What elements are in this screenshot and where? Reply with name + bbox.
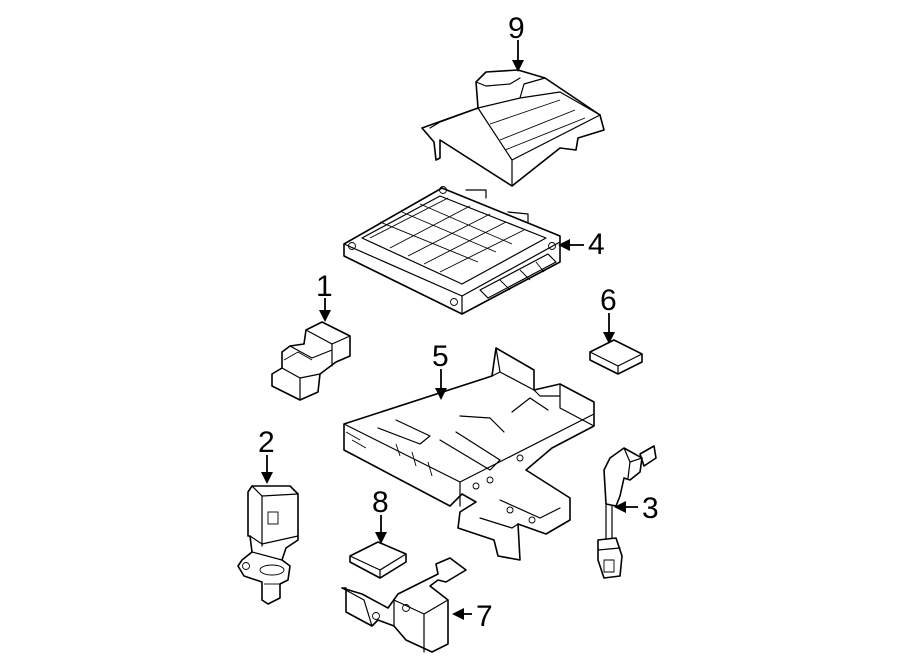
part-9-engine-cover xyxy=(421,69,605,187)
callout-9: 9 xyxy=(508,12,525,72)
part-4-control-module xyxy=(343,186,561,315)
callout-5: 5 xyxy=(432,340,449,400)
callout-4: 4 xyxy=(558,228,605,261)
callout-label-1: 1 xyxy=(316,270,333,303)
callout-1: 1 xyxy=(316,270,333,322)
callout-label-7: 7 xyxy=(476,600,493,633)
callout-label-3: 3 xyxy=(642,492,659,525)
part-5-bracket xyxy=(343,347,595,561)
callout-label-2: 2 xyxy=(258,426,275,459)
part-7-bracket xyxy=(341,557,467,653)
callout-8: 8 xyxy=(372,486,389,544)
part-8-pad xyxy=(349,541,407,579)
part-2-position-sensor xyxy=(237,485,299,605)
part-3-harness-sensor xyxy=(597,445,657,579)
callout-3: 3 xyxy=(614,492,659,525)
callout-7: 7 xyxy=(452,600,493,633)
callout-2: 2 xyxy=(258,426,275,484)
callout-label-4: 4 xyxy=(588,228,605,261)
callout-label-9: 9 xyxy=(508,12,525,45)
callout-label-5: 5 xyxy=(432,340,449,373)
part-1-sensor xyxy=(271,321,351,401)
part-6-pad xyxy=(589,339,643,375)
callout-label-8: 8 xyxy=(372,486,389,519)
callout-6: 6 xyxy=(600,284,617,344)
callout-label-6: 6 xyxy=(600,284,617,317)
